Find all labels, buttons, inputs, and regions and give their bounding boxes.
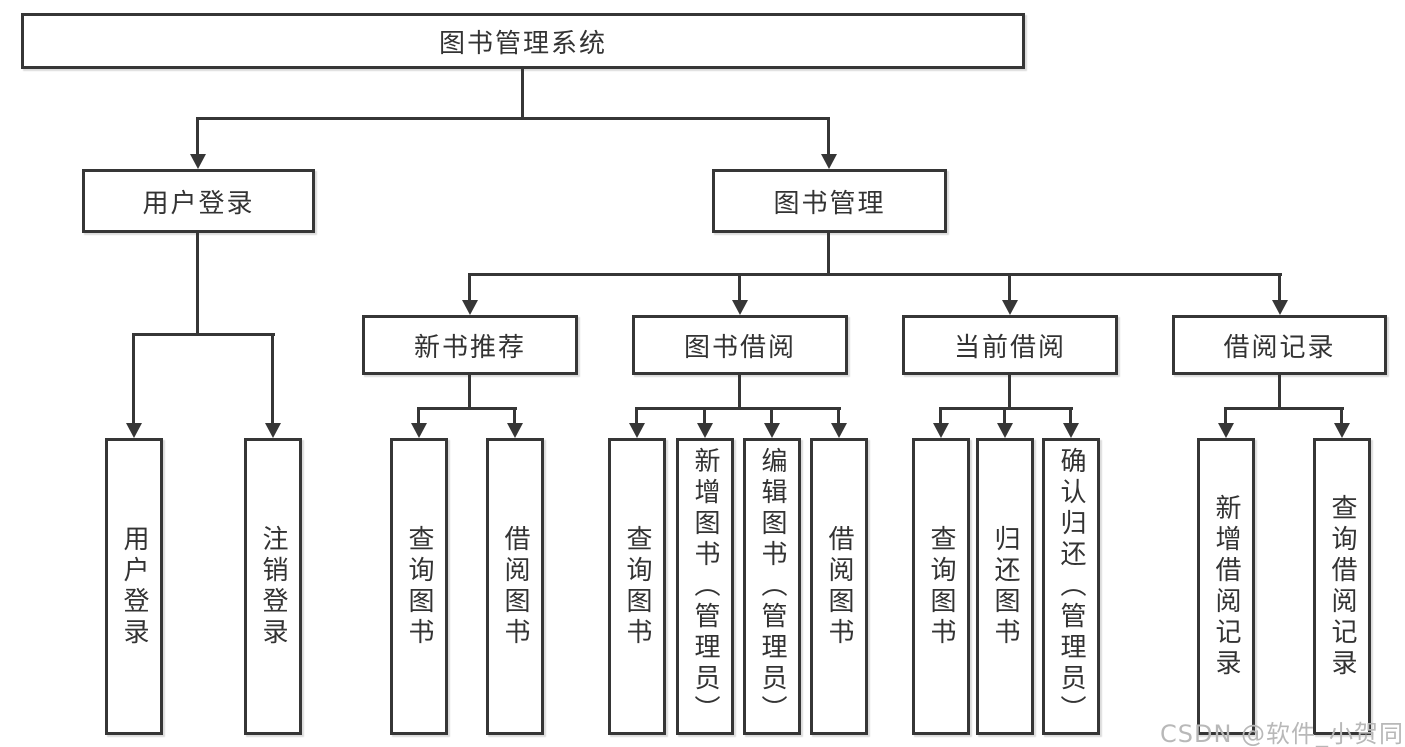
node-leaf-query-book-borrow: 查询图书 bbox=[608, 438, 666, 735]
node-leaf-borrow-book-rec: 借阅图书 bbox=[486, 438, 544, 735]
node-borrow-records: 借阅记录 bbox=[1172, 315, 1387, 375]
connector-current-borrow-hline bbox=[939, 407, 1073, 410]
connector-new-book-rec-vline bbox=[468, 375, 471, 410]
arrowhead-leaf-icon bbox=[1334, 423, 1350, 438]
node-new-book-rec-label: 新书推荐 bbox=[413, 332, 526, 363]
connector-user-login-vline bbox=[196, 233, 199, 335]
node-leaf-add-book-admin-label: 新增图书（管理员） bbox=[690, 447, 720, 726]
node-book-borrow-label: 图书借阅 bbox=[683, 332, 796, 363]
connector-leaf-stub bbox=[703, 407, 706, 423]
node-leaf-edit-book-admin-label: 编辑图书（管理员） bbox=[757, 447, 787, 726]
arrowhead-leaf-icon bbox=[1218, 423, 1234, 438]
arrowhead-new-book-rec-icon bbox=[462, 300, 478, 315]
node-leaf-confirm-return-admin: 确认归还（管理员） bbox=[1042, 438, 1100, 735]
connector-leaf-stub bbox=[1340, 407, 1343, 423]
node-leaf-user-login-label: 用户登录 bbox=[119, 524, 149, 649]
arrowhead-leaf-icon bbox=[764, 423, 780, 438]
node-leaf-add-borrow-record: 新增借阅记录 bbox=[1197, 438, 1255, 735]
node-new-book-rec: 新书推荐 bbox=[362, 315, 578, 375]
connector-leaf-logout-stub bbox=[271, 333, 274, 423]
connector-leaf-stub bbox=[1224, 407, 1227, 423]
node-leaf-query-book-rec: 查询图书 bbox=[390, 438, 448, 735]
arrowhead-borrow-records-icon bbox=[1272, 300, 1288, 315]
node-book-mgmt-label: 图书管理 bbox=[773, 188, 886, 219]
connector-book-borrow-hline bbox=[635, 407, 841, 410]
arrowhead-leaf-icon bbox=[831, 423, 847, 438]
connector-leaf-stub bbox=[1003, 407, 1006, 423]
node-leaf-return-book-label: 归还图书 bbox=[990, 524, 1020, 649]
node-user-login-label: 用户登录 bbox=[142, 188, 255, 219]
connector-book-mgmt-hline bbox=[468, 273, 1282, 276]
node-leaf-query-borrow-record: 查询借阅记录 bbox=[1313, 438, 1371, 735]
node-book-borrow: 图书借阅 bbox=[632, 315, 848, 375]
connector-user-login-stub bbox=[196, 117, 199, 155]
connector-leaf-stub bbox=[1069, 407, 1072, 423]
node-current-borrow-label: 当前借阅 bbox=[953, 332, 1066, 363]
connector-book-borrow-vline bbox=[738, 375, 741, 410]
connector-new-book-rec-hline bbox=[417, 407, 517, 410]
node-leaf-query-book-rec-label: 查询图书 bbox=[404, 524, 434, 649]
node-leaf-borrow-book-label: 借阅图书 bbox=[824, 524, 854, 649]
arrowhead-leaf-icon bbox=[411, 423, 427, 438]
connector-book-mgmt-stub bbox=[827, 117, 830, 155]
node-leaf-edit-book-admin: 编辑图书（管理员） bbox=[743, 438, 801, 735]
connector-leaf-stub bbox=[939, 407, 942, 423]
csdn-watermark: CSDN @软件_小贺同学 bbox=[1160, 720, 1405, 747]
node-leaf-query-borrow-record-label: 查询借阅记录 bbox=[1327, 493, 1357, 680]
connector-leaf-stub bbox=[513, 407, 516, 423]
arrowhead-leaf-icon bbox=[629, 423, 645, 438]
connector-root-hline bbox=[196, 117, 830, 120]
node-book-mgmt: 图书管理 bbox=[712, 169, 947, 233]
connector-leaf-stub bbox=[837, 407, 840, 423]
node-leaf-query-book-borrow-label: 查询图书 bbox=[622, 524, 652, 649]
node-leaf-query-book-current-label: 查询图书 bbox=[926, 524, 956, 649]
connector-current-borrow-vline bbox=[1008, 375, 1011, 410]
arrowhead-current-borrow-icon bbox=[1002, 300, 1018, 315]
connector-new-book-rec-stub bbox=[468, 273, 471, 301]
arrowhead-leaf-logout-icon bbox=[265, 423, 281, 438]
node-leaf-return-book: 归还图书 bbox=[976, 438, 1034, 735]
connector-leaf-stub bbox=[635, 407, 638, 423]
arrowhead-leaf-icon bbox=[697, 423, 713, 438]
node-leaf-add-book-admin: 新增图书（管理员） bbox=[676, 438, 734, 735]
arrowhead-leaf-icon bbox=[997, 423, 1013, 438]
node-leaf-borrow-book: 借阅图书 bbox=[810, 438, 868, 735]
connector-book-borrow-stub bbox=[738, 273, 741, 301]
node-root-label: 图书管理系统 bbox=[438, 28, 607, 59]
arrowhead-leaf-user-login-icon bbox=[126, 423, 142, 438]
arrowhead-book-borrow-icon bbox=[732, 300, 748, 315]
node-leaf-logout: 注销登录 bbox=[244, 438, 302, 735]
connector-book-mgmt-vline bbox=[827, 233, 830, 276]
connector-leaf-user-login-stub bbox=[132, 333, 135, 423]
node-leaf-confirm-return-admin-label: 确认归还（管理员） bbox=[1056, 447, 1086, 726]
connector-root-vline bbox=[521, 69, 524, 118]
arrowhead-leaf-icon bbox=[507, 423, 523, 438]
node-borrow-records-label: 借阅记录 bbox=[1223, 332, 1336, 363]
node-user-login: 用户登录 bbox=[82, 169, 315, 233]
node-leaf-user-login: 用户登录 bbox=[105, 438, 163, 735]
node-leaf-query-book-current: 查询图书 bbox=[912, 438, 970, 735]
connector-borrow-records-vline bbox=[1278, 375, 1281, 410]
connector-leaf-stub bbox=[417, 407, 420, 423]
node-leaf-borrow-book-rec-label: 借阅图书 bbox=[500, 524, 530, 649]
connector-borrow-records-hline bbox=[1224, 407, 1344, 410]
connector-leaf-stub bbox=[770, 407, 773, 423]
arrowhead-leaf-icon bbox=[1063, 423, 1079, 438]
connector-borrow-records-stub bbox=[1278, 273, 1281, 301]
arrowhead-book-mgmt-icon bbox=[821, 154, 837, 169]
connector-user-login-hline bbox=[132, 333, 275, 336]
node-current-borrow: 当前借阅 bbox=[902, 315, 1118, 375]
arrowhead-leaf-icon bbox=[933, 423, 949, 438]
node-root: 图书管理系统 bbox=[21, 13, 1025, 69]
node-leaf-add-borrow-record-label: 新增借阅记录 bbox=[1211, 493, 1241, 680]
node-leaf-logout-label: 注销登录 bbox=[258, 524, 288, 649]
arrowhead-user-login-icon bbox=[190, 154, 206, 169]
connector-current-borrow-stub bbox=[1008, 273, 1011, 301]
